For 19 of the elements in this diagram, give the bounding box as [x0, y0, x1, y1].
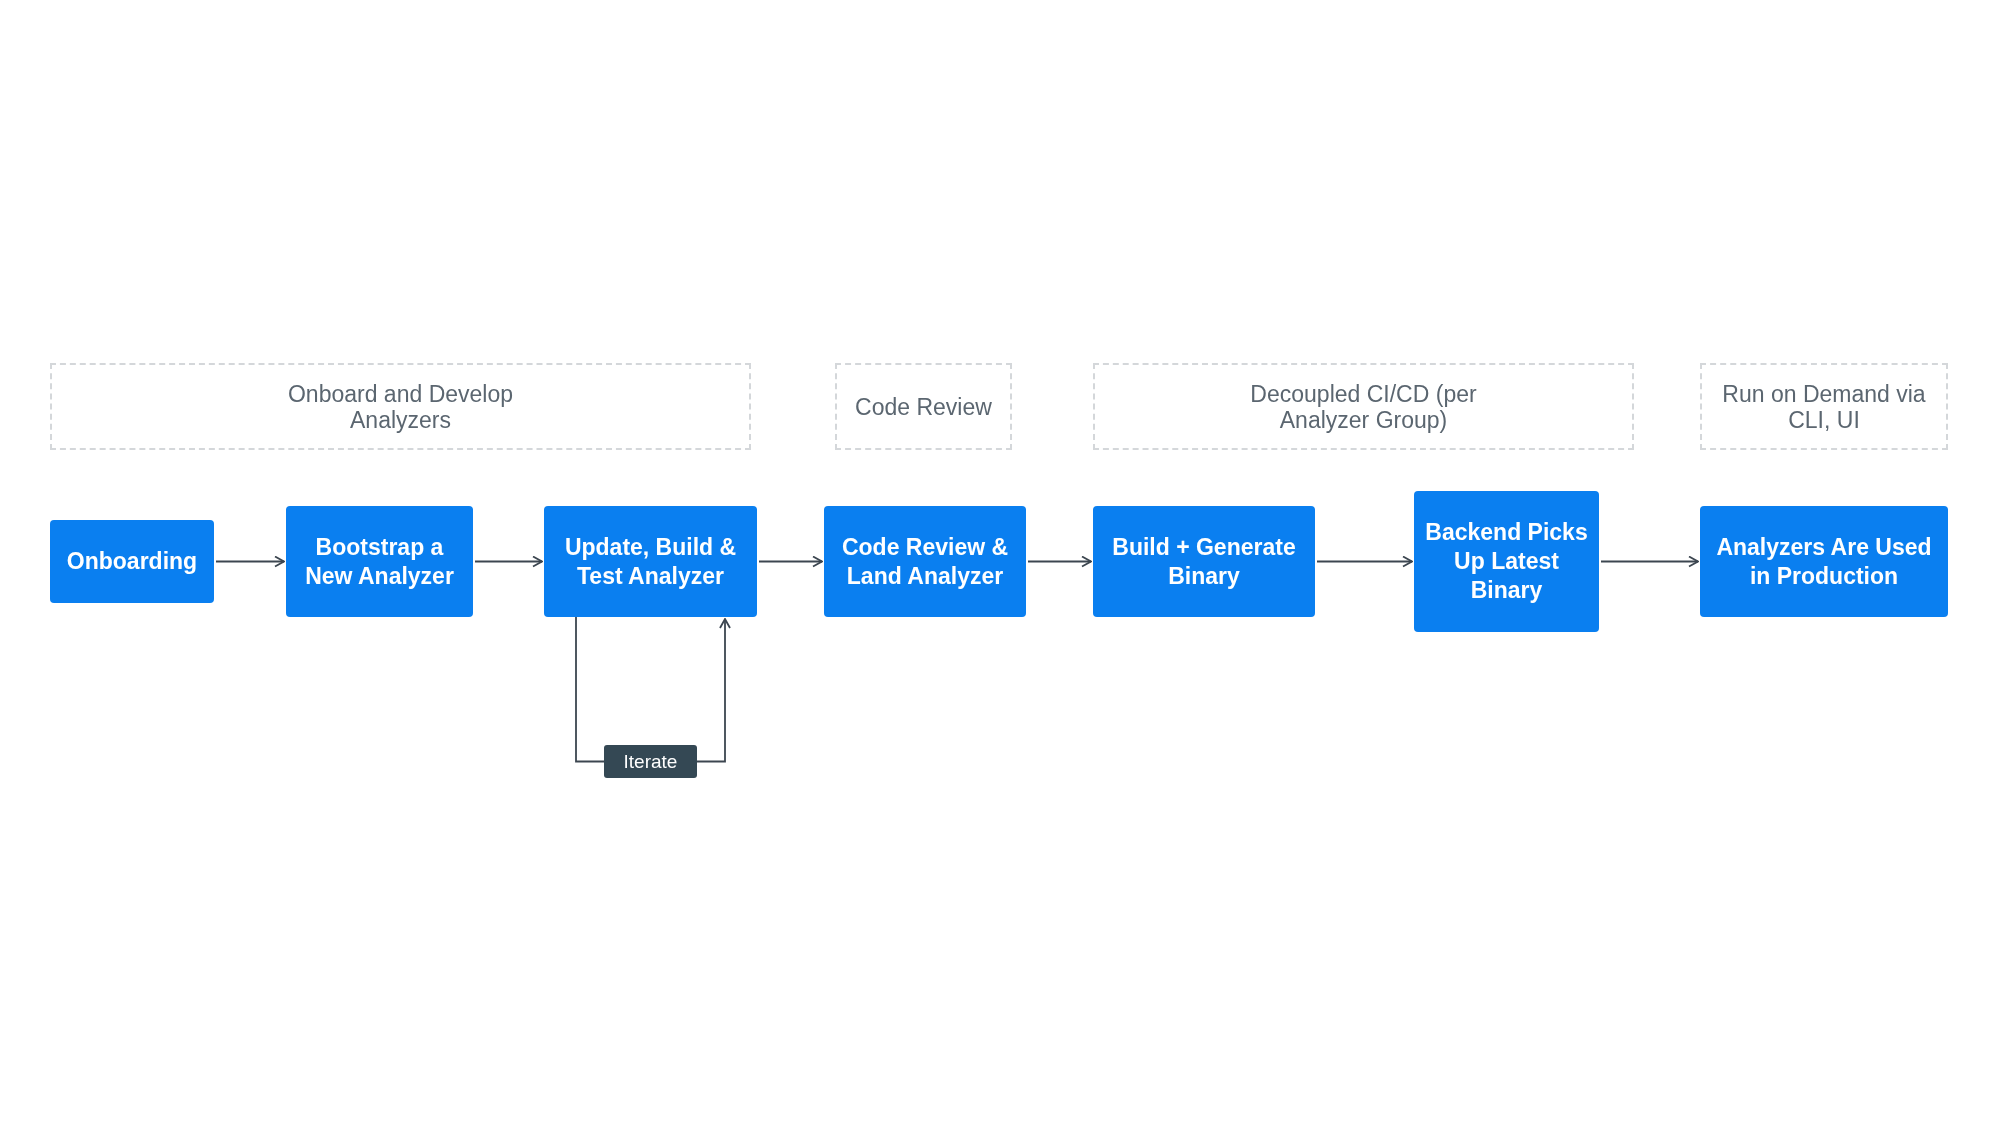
process-box: Build + Generate Binary [1093, 506, 1315, 617]
arrow [1600, 555, 1699, 568]
iterate-tag: Iterate [604, 745, 697, 778]
arrow [696, 618, 731, 763]
dashed-group-box: Onboard and Develop Analyzers [50, 363, 751, 450]
dashed-group-box: Run on Demand via CLI, UI [1700, 363, 1948, 450]
dashed-group-box: Decoupled CI/CD (per Analyzer Group) [1093, 363, 1634, 450]
process-box: Bootstrap a New Analyzer [286, 506, 473, 617]
dashed-group-box: Code Review [835, 363, 1012, 450]
process-box: Onboarding [50, 520, 214, 603]
arrow [215, 555, 285, 568]
process-box: Analyzers Are Used in Production [1700, 506, 1948, 617]
process-box: Backend Picks Up Latest Binary [1414, 491, 1599, 632]
process-box: Update, Build & Test Analyzer [544, 506, 757, 617]
arrow [474, 555, 543, 568]
arrow [1027, 555, 1092, 568]
arrow [758, 555, 823, 568]
process-box: Code Review & Land Analyzer [824, 506, 1026, 617]
arrow [1316, 555, 1413, 568]
